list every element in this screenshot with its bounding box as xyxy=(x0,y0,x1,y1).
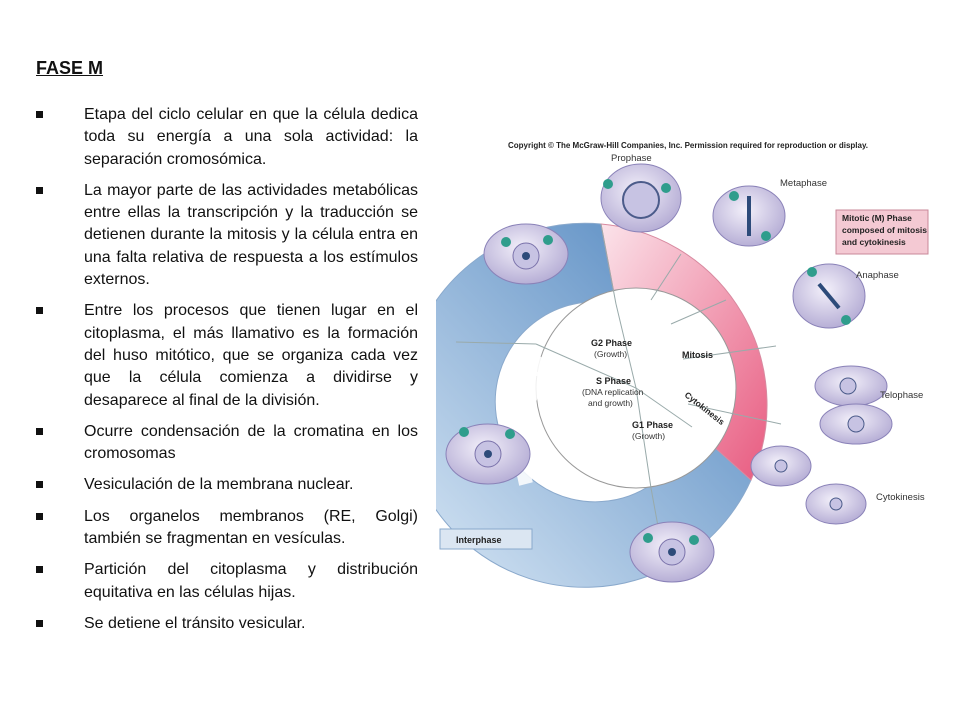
bullet-item: Partición del citoplasma y distribución … xyxy=(36,559,418,604)
bullet-item: Los organelos membranos (RE, Golgi) tamb… xyxy=(36,506,418,551)
cytokinesis-cell-icon xyxy=(750,445,867,525)
square-bullet-icon xyxy=(36,481,43,489)
bullet-text: Partición del citoplasma y distribución … xyxy=(84,561,418,601)
square-bullet-icon xyxy=(36,619,43,627)
g1-sub-label: (Growth) xyxy=(632,431,665,441)
g2-sub-label: (Growth) xyxy=(594,349,627,359)
bullet-item: Vesiculación de la membrana nuclear. xyxy=(36,474,418,496)
interphase-label: Interphase xyxy=(456,535,502,545)
interphase-arrow xyxy=(514,370,548,486)
cytokinesis-label: Cytokinesis xyxy=(876,492,925,503)
slide-title: FASE M xyxy=(36,58,104,78)
s-phase-label: S Phase xyxy=(596,376,631,386)
g2-label: G2 Phase xyxy=(591,338,632,348)
mitotic-phase-box: Mitotic (M) Phase composed of mitosis an… xyxy=(835,209,929,255)
arrow-head-icon xyxy=(518,356,561,376)
s-phase-sub-label: and growth) xyxy=(588,398,633,408)
arrow-head-icon xyxy=(770,354,806,378)
mphase-box-line: composed of mitosis xyxy=(842,225,927,235)
bullet-text: Etapa del ciclo celular en que la célula… xyxy=(84,106,418,168)
telophase-label: Telophase xyxy=(880,390,923,401)
mphase-box-line: Mitotic (M) Phase xyxy=(842,213,912,223)
interphase-box: Interphase xyxy=(439,528,533,550)
cell-icons xyxy=(445,163,893,583)
bullet-item: Etapa del ciclo celular en que la célula… xyxy=(36,104,418,171)
bullet-text: Ocurre condensación de la cromatina en l… xyxy=(84,422,418,463)
mitosis-arrow xyxy=(712,238,793,355)
mitosis-label: Mitosis xyxy=(682,350,713,360)
prophase-label: Prophase xyxy=(611,153,652,164)
square-bullet-icon xyxy=(36,111,43,118)
bullet-text: Se detiene el tránsito vesicular. xyxy=(84,614,306,632)
metaphase-cell-icon xyxy=(712,185,786,247)
square-bullet-icon xyxy=(36,307,43,315)
anaphase-cell-icon xyxy=(792,263,866,329)
g1-label: G1 Phase xyxy=(632,420,673,430)
copyright-text: Copyright © The McGraw-Hill Companies, I… xyxy=(508,141,868,150)
interphase-cell-icon xyxy=(483,223,569,285)
anaphase-label: Anaphase xyxy=(856,270,899,281)
s-phase-sub-label: (DNA replication xyxy=(582,387,644,397)
bullet-text: La mayor parte de las actividades metabó… xyxy=(84,181,418,289)
bullet-text: Vesiculación de la membrana nuclear. xyxy=(84,476,354,494)
interphase-cell-icon xyxy=(445,423,531,485)
bullet-text: Los organelos membranos (RE, Golgi) tamb… xyxy=(84,507,418,548)
bullet-item: Se detiene el tránsito vesicular. xyxy=(36,613,418,635)
interphase-ring xyxy=(436,222,752,588)
bullet-item: Ocurre condensación de la cromatina en l… xyxy=(36,421,418,466)
square-bullet-icon xyxy=(36,186,43,194)
interphase-cell-icon xyxy=(629,521,715,583)
square-bullet-icon xyxy=(36,566,43,574)
square-bullet-icon xyxy=(36,512,43,520)
telophase-cell-icon xyxy=(814,365,893,445)
square-bullet-icon xyxy=(36,427,43,435)
mphase-box-line: and cytokinesis xyxy=(842,237,906,247)
bullet-item: La mayor parte de las actividades metabó… xyxy=(36,180,418,291)
bullet-item: Entre los procesos que tienen lugar en e… xyxy=(36,300,418,411)
bullet-text: Entre los procesos que tienen lugar en e… xyxy=(84,302,418,409)
prophase-cell-icon xyxy=(600,163,682,233)
metaphase-label: Metaphase xyxy=(780,178,827,189)
cell-cycle-diagram: Copyright © The McGraw-Hill Companies, I… xyxy=(436,141,929,588)
bullet-list: Etapa del ciclo celular en que la célula… xyxy=(36,104,418,644)
